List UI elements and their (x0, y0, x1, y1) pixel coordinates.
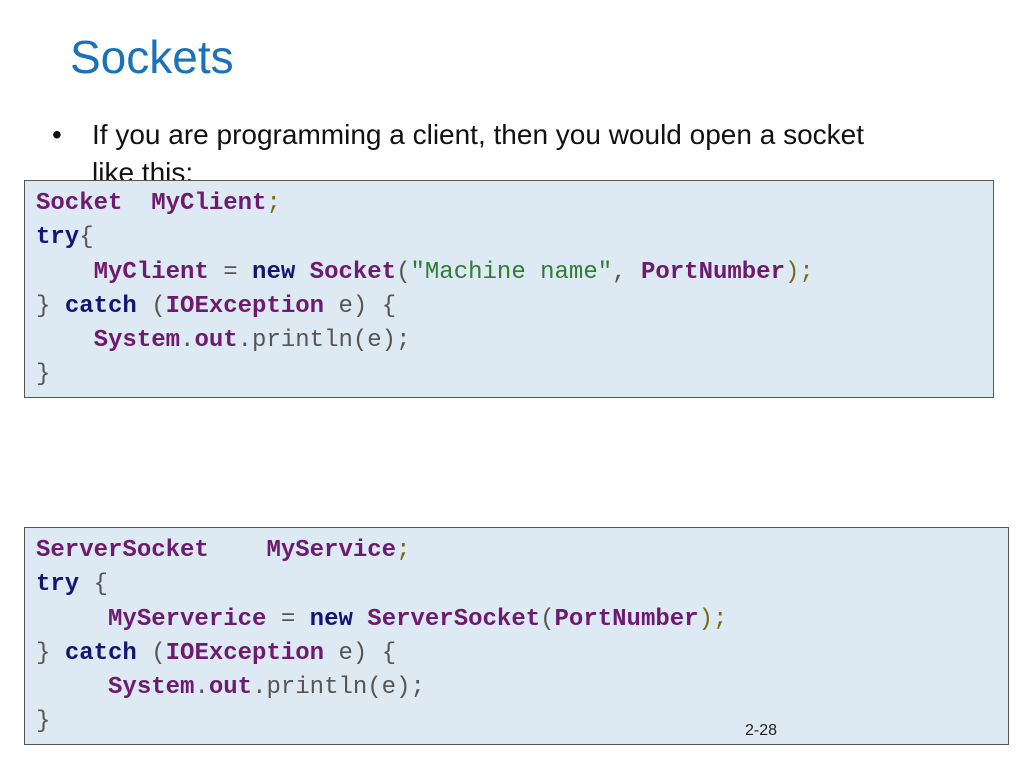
code-token-keyword: try (36, 224, 80, 252)
code-line: try { (36, 568, 1008, 602)
code-token-identifier: MyClient (151, 190, 267, 217)
slide-title: Sockets (70, 31, 234, 83)
code-token-operator: = (266, 605, 310, 633)
code-token-identifier: MyServerice (108, 605, 267, 633)
code-token-type: Socket (36, 190, 123, 217)
code-token-punct: } (36, 292, 51, 320)
code-line: } (36, 358, 993, 392)
code-line: System.out.println(e); (36, 671, 1008, 705)
code-token-identifier: PortNumber (554, 605, 699, 633)
code-line: } (36, 705, 1008, 739)
code-token-punct: ; (266, 190, 281, 217)
code-token-identifier: out (194, 327, 238, 355)
code-token-punct: ( (396, 258, 411, 286)
code-token-keyword: catch (64, 639, 137, 667)
code-line: System.out.println(e); (36, 324, 993, 358)
client-code-block: Socket MyClient;try{ MyClient = new Sock… (24, 180, 994, 398)
code-token-punct: ); (784, 258, 814, 286)
code-token-text: .println(e); (237, 327, 411, 355)
code-token-identifier: MyClient (93, 258, 209, 286)
code-token-punct: ); (698, 605, 728, 633)
code-token-identifier: IOException (165, 639, 325, 667)
code-token-text: e) { (324, 639, 397, 667)
code-token-identifier: IOException (165, 292, 325, 320)
code-token-keyword: new (252, 258, 296, 286)
code-token-identifier: PortNumber (640, 258, 785, 286)
code-line: } catch (IOException e) { (36, 290, 993, 324)
code-line: Socket MyClient; (36, 187, 993, 221)
code-token-identifier: ServerSocket (367, 605, 541, 633)
page-number: 2-28 (745, 722, 778, 739)
code-token-keyword: new (309, 605, 353, 633)
code-token-operator: = (208, 258, 253, 286)
server-code-block: ServerSocket MyService;try { MyServerice… (24, 527, 1009, 745)
code-token-punct: } (36, 708, 51, 736)
code-token-punct: , (612, 258, 641, 286)
code-token-string: "Machine name" (410, 258, 613, 286)
bullet-marker: • (52, 119, 62, 150)
code-token-keyword: try (36, 571, 80, 599)
code-token-identifier: Socket (309, 258, 397, 286)
code-line: try{ (36, 221, 993, 255)
code-token-identifier: System (93, 327, 181, 355)
code-line: } catch (IOException e) { (36, 637, 1008, 671)
code-line: MyServerice = new ServerSocket(PortNumbe… (36, 603, 1008, 637)
code-token-identifier: out (208, 674, 253, 702)
code-token-keyword: catch (64, 292, 137, 320)
code-token-punct: { (79, 224, 94, 252)
code-token-identifier: System (108, 674, 195, 702)
code-token-punct: { (93, 571, 109, 599)
code-token-text: e) { (324, 292, 397, 320)
code-token-punct: ( (540, 605, 555, 633)
code-token-punct: } (36, 361, 51, 389)
code-line: MyClient = new Socket("Machine name", Po… (36, 256, 993, 290)
code-line: ServerSocket MyService; (36, 534, 1008, 568)
code-token-type: ServerSocket (36, 537, 209, 564)
code-token-punct: } (36, 639, 51, 667)
code-token-punct: ( (151, 292, 166, 320)
code-token-punct: . (194, 674, 209, 702)
code-token-punct: ( (151, 639, 166, 667)
code-token-identifier: MyService (266, 537, 397, 564)
code-token-text: .println(e); (252, 674, 425, 702)
code-token-punct: ; (396, 537, 411, 564)
code-token-punct: . (180, 327, 195, 355)
